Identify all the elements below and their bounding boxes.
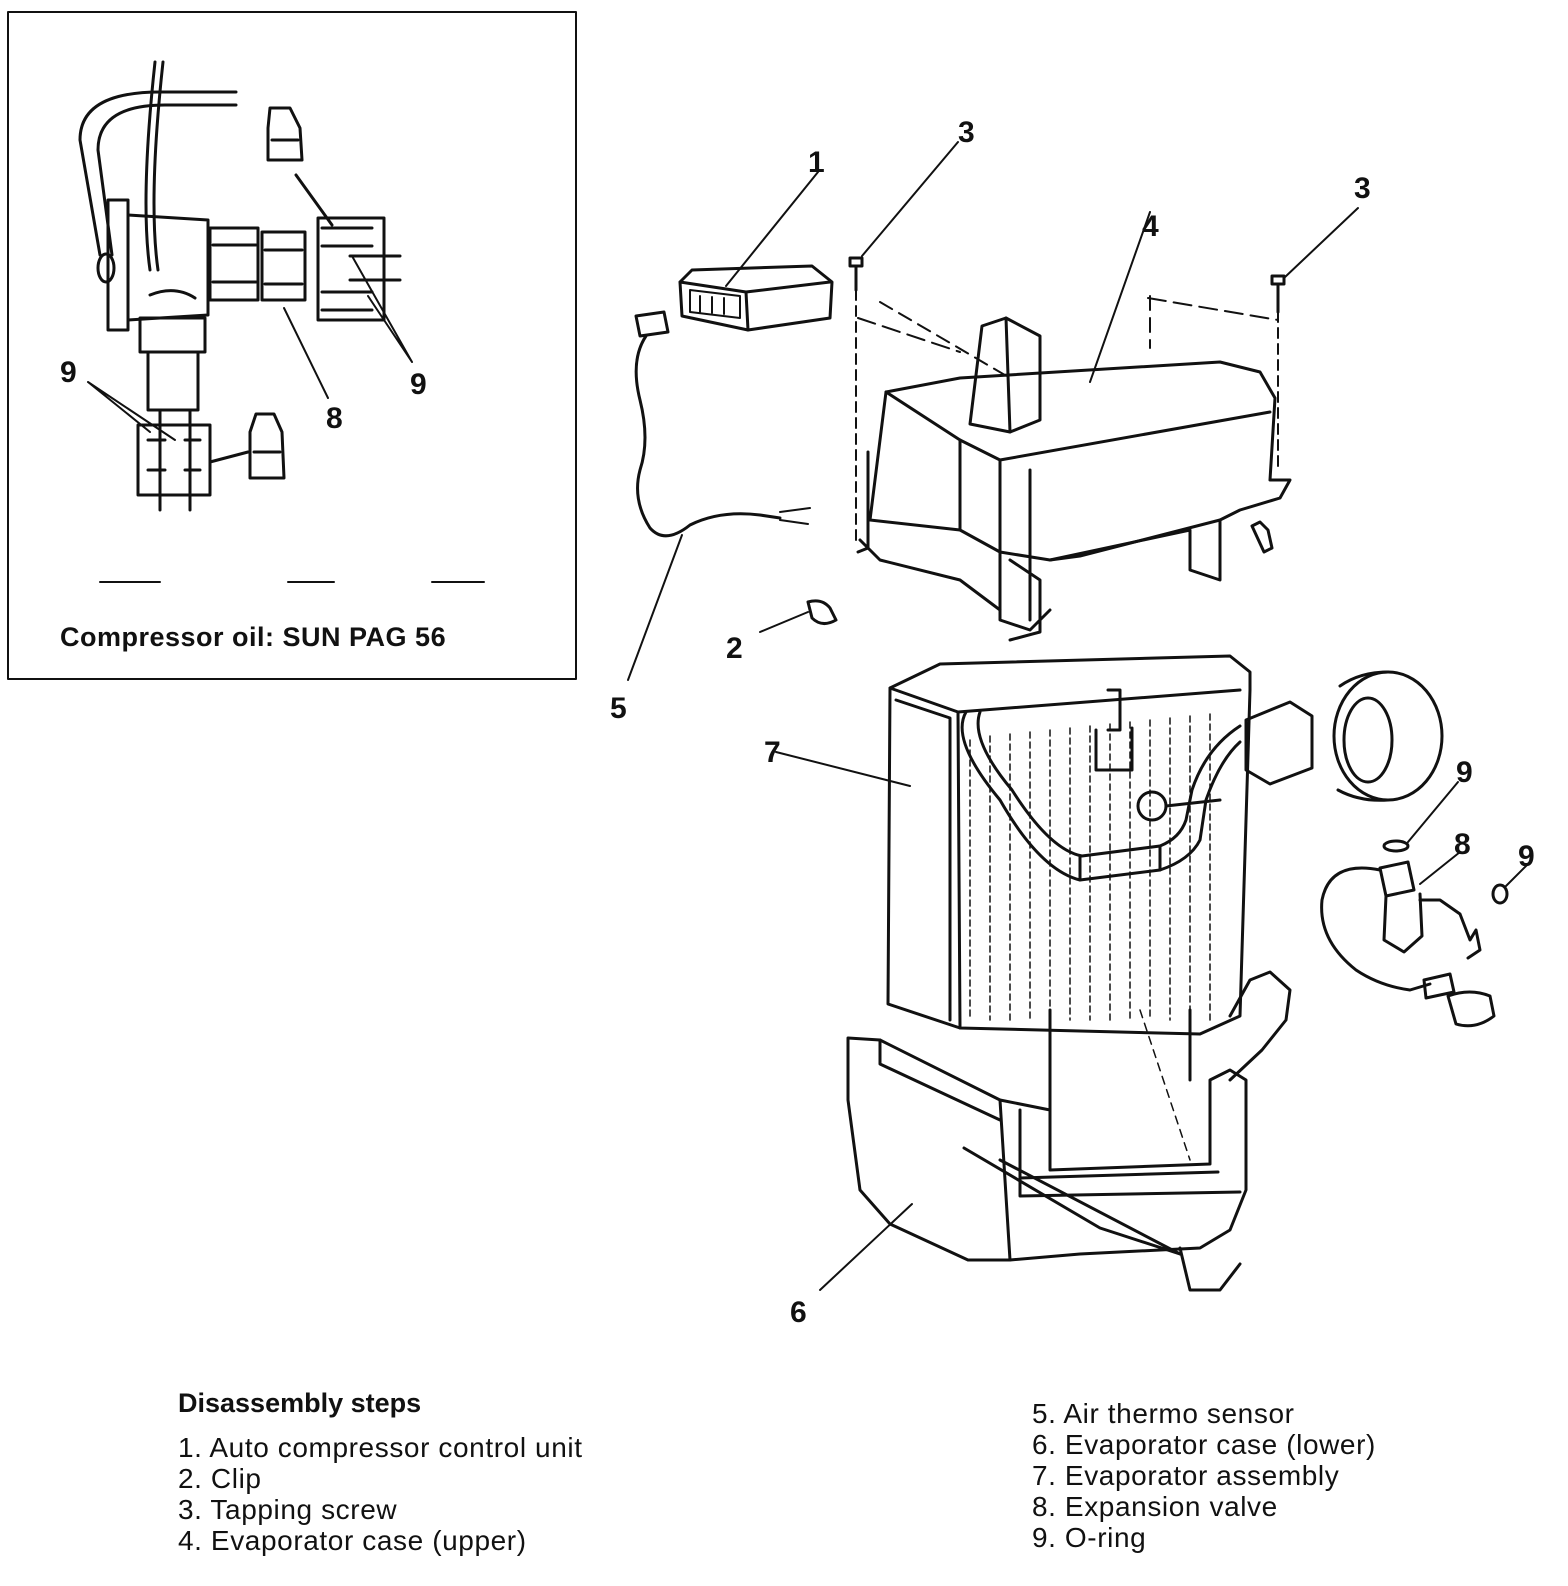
callout-1: 1 [808, 146, 825, 179]
step-item: 8. Expansion valve [1032, 1491, 1278, 1522]
o-ring-right [1491, 865, 1527, 905]
step-item: 1. Auto compressor control unit [178, 1432, 583, 1463]
step-item: 2. Clip [178, 1463, 262, 1494]
o-ring-top [1382, 781, 1459, 853]
step-item: 4. Evaporator case (upper) [178, 1525, 527, 1556]
step-item: 7. Evaporator assembly [1032, 1460, 1340, 1491]
callout-3-right: 3 [1354, 172, 1371, 205]
inset-callout-9-right: 9 [410, 368, 427, 401]
step-item: 6. Evaporator case (lower) [1032, 1429, 1376, 1460]
grommet [1332, 670, 1444, 802]
tapping-screw-left [848, 141, 959, 541]
callout-4: 4 [1142, 210, 1159, 243]
callout-9-top: 9 [1456, 756, 1473, 789]
callout-8: 8 [1454, 828, 1471, 861]
step-item: 5. Air thermo sensor [1032, 1398, 1295, 1429]
callout-2: 2 [726, 632, 743, 665]
callout-7: 7 [764, 736, 781, 769]
auto-compressor-control-unit [678, 171, 834, 332]
steps-title: Disassembly steps [178, 1388, 422, 1418]
inset-valve-illustration [78, 60, 485, 583]
callout-5: 5 [610, 692, 627, 725]
evaporator-case-lower [819, 970, 1292, 1292]
steps-list-left: 1. Auto compressor control unit 2. Clip … [178, 1432, 583, 1556]
callout-9-right: 9 [1518, 840, 1535, 873]
step-item: 9. O-ring [1032, 1522, 1147, 1553]
inset-callout-8: 8 [326, 402, 343, 435]
callout-6: 6 [790, 1296, 807, 1329]
expansion-valve [1320, 851, 1496, 1028]
tapping-screw-right [1270, 207, 1359, 471]
clip [759, 599, 838, 633]
inset-frame [7, 11, 577, 680]
evaporator-assembly [775, 654, 1314, 1036]
step-item: 3. Tapping screw [178, 1494, 398, 1525]
air-thermo-sensor [627, 310, 811, 681]
inset-caption: Compressor oil: SUN PAG 56 [60, 622, 447, 652]
evaporator-case-upper [856, 211, 1292, 642]
steps-list-right: 5. Air thermo sensor 6. Evaporator case … [1032, 1398, 1376, 1553]
callout-3-left: 3 [958, 116, 975, 149]
inset-callout-9-left: 9 [60, 356, 77, 389]
